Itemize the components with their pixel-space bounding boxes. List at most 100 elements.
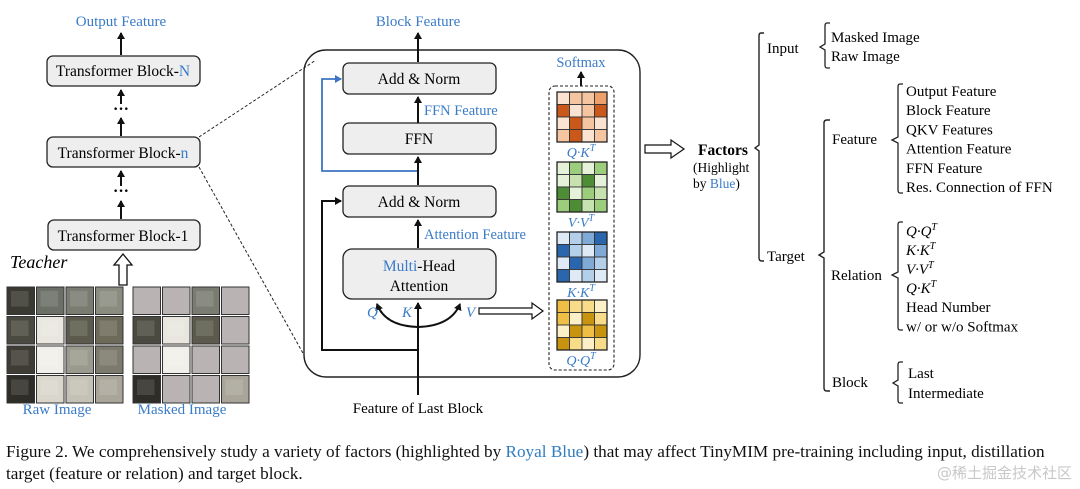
- residual-attention-arrow: [321, 197, 418, 351]
- patch-texture: [99, 291, 117, 307]
- relation-item: Q·QT: [906, 222, 938, 240]
- feature-of-last-block-label: Feature of Last Block: [353, 401, 484, 417]
- relation-matrix: Q·KT: [556, 91, 608, 161]
- matrix-cell: [569, 337, 583, 351]
- matrix-cell: [594, 104, 608, 118]
- relations-dashed-frame: [548, 85, 615, 371]
- matrix-cell: [594, 186, 608, 200]
- patch-texture: [99, 320, 117, 336]
- softmax-label: Softmax: [556, 55, 606, 71]
- feature-label: Feature: [832, 132, 877, 148]
- k-label: K: [401, 305, 413, 321]
- masked-image-label: Masked Image: [138, 402, 227, 418]
- patch-texture: [70, 379, 88, 395]
- matrix-cell: [569, 269, 583, 283]
- matrix-cell: [569, 104, 583, 118]
- matrix-cell: [556, 269, 570, 283]
- image-patch: [95, 375, 124, 404]
- matrix-label: Q·KT: [567, 143, 597, 161]
- masked-patch: [191, 375, 220, 404]
- matrix-cell: [556, 312, 570, 326]
- relations-panel: Softmax Q·KTV·VTK·KTQ·QT: [548, 55, 615, 371]
- image-patch: [36, 345, 65, 374]
- relation-item: K·KT: [905, 241, 937, 259]
- matrix-cell: [556, 256, 570, 270]
- attention-feature-label: Attention Feature: [424, 227, 526, 243]
- image-patch: [162, 345, 191, 374]
- hollow-right-arrow-icon: [478, 301, 545, 321]
- target-label: Target: [767, 249, 806, 265]
- image-patch: [95, 316, 124, 345]
- feature-item: Res. Connection of FFN: [906, 180, 1053, 196]
- q-label: Q: [367, 305, 378, 321]
- raw-image-grid: [6, 286, 124, 404]
- output-feature-label: Output Feature: [76, 14, 167, 30]
- image-patch: [65, 375, 94, 404]
- matrix-label: Q·QT: [566, 351, 597, 369]
- matrix-cell: [556, 244, 570, 258]
- image-patch: [6, 375, 35, 404]
- matrix-cell: [556, 91, 570, 105]
- image-patch: [6, 316, 35, 345]
- patch-texture: [196, 320, 214, 336]
- matrix-cell: [581, 199, 595, 213]
- factors-subtitle-line2: by Blue): [693, 176, 740, 191]
- ffn-feature-label: FFN Feature: [424, 103, 498, 119]
- relation-matrix: Q·QT: [556, 299, 608, 369]
- teacher-label: Teacher: [10, 252, 68, 272]
- input-item: Masked Image: [831, 30, 920, 46]
- patch-texture: [225, 379, 243, 395]
- masked-patch: [132, 286, 161, 315]
- masked-patch: [221, 316, 250, 345]
- image-patch: [191, 286, 220, 315]
- matrix-cell: [569, 199, 583, 213]
- image-patch: [132, 316, 161, 345]
- add-norm-bottom: [342, 185, 497, 218]
- transformer-block-n-label: Transformer Block-n: [58, 145, 189, 162]
- factors-title: Factors: [698, 142, 748, 159]
- caption-part2: ) that may affect TinyMIM pre-training i…: [6, 442, 1045, 483]
- matrix-cell: [581, 324, 595, 338]
- ellipsis-1: ···: [113, 101, 129, 118]
- zoom-line-top: [198, 59, 317, 138]
- block-detail-frame: [303, 49, 641, 378]
- matrix-cell: [581, 337, 595, 351]
- matrix-cell: [569, 324, 583, 338]
- matrix-cell: [556, 129, 570, 143]
- matrix-cell: [581, 186, 595, 200]
- relation-matrix: V·VT: [556, 161, 608, 231]
- transformer-block-1-label: Transformer Block-1: [58, 228, 189, 245]
- raw-image-label: Raw Image: [23, 402, 92, 418]
- matrix-cell: [569, 244, 583, 258]
- patch-texture: [137, 379, 155, 395]
- bracket-relation: [890, 221, 903, 331]
- patch-texture: [11, 350, 29, 366]
- add-norm-top: [342, 62, 497, 95]
- image-patch: [6, 286, 35, 315]
- image-patch: [191, 316, 220, 345]
- bracket-feature: [890, 83, 903, 194]
- image-patch: [65, 345, 94, 374]
- matrix-cell: [556, 324, 570, 338]
- input-item: Raw Image: [831, 49, 900, 65]
- patch-texture: [40, 350, 58, 366]
- feature-item: Block Feature: [906, 103, 991, 119]
- v-label: V: [466, 305, 477, 321]
- matrix-cell: [556, 299, 570, 313]
- caption-part1: Figure 2. We comprehensively study a var…: [6, 442, 506, 461]
- matrix-cell: [594, 199, 608, 213]
- image-patch: [36, 286, 65, 315]
- image-patch: [36, 375, 65, 404]
- matrix-cell: [594, 244, 608, 258]
- matrix-cell: [594, 129, 608, 143]
- matrix-frame: [556, 231, 608, 283]
- q-branch: [375, 303, 419, 328]
- image-patch: [6, 345, 35, 374]
- ffn-box: [342, 122, 497, 155]
- transformer-block-N-label: Transformer Block-N: [56, 63, 190, 80]
- matrix-cell: [556, 161, 570, 175]
- patch-texture: [11, 320, 29, 336]
- factors-tree: Factors (Highlight by Blue) Input Masked…: [693, 22, 1053, 404]
- matrix-frame: [556, 91, 608, 143]
- bracket-target-lower: [758, 252, 764, 262]
